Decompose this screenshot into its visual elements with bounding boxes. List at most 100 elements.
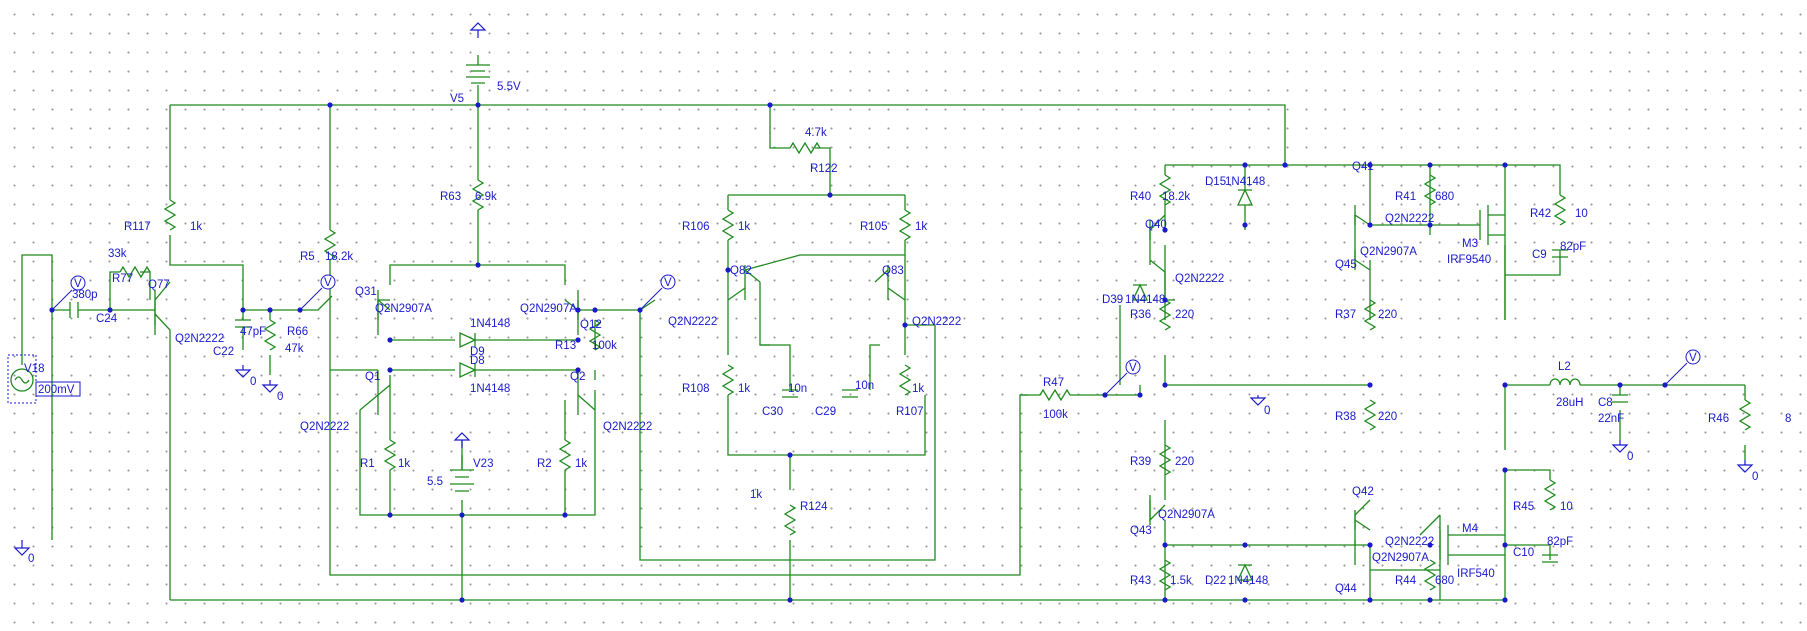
label-d8: D8 [470,355,485,367]
resistor-r77 [119,265,151,279]
label-v5-value: 5.5V [497,81,521,93]
label-r43: R43 [1130,575,1151,587]
label-r63-value: 6.9k [475,191,497,203]
label-r122: R122 [810,163,838,175]
label-d15: D15 [1205,176,1226,188]
label-r105: R105 [860,221,888,233]
label-r13: R13 [555,340,576,352]
label-c29: C29 [815,406,836,418]
diodes [459,188,1254,581]
voltage-probe: V [1104,359,1141,396]
label-r1: R1 [360,458,375,470]
label-m4-model: IRF540 [1457,568,1495,580]
label-r40-value: 18.2k [1162,191,1190,203]
label-d9-model: 1N4148 [470,318,510,330]
label-c22: C22 [213,346,234,358]
resistor-r105 [898,209,912,241]
resistor-r107 [898,364,912,396]
label-c8: C8 [1598,397,1613,409]
label-m3-model: IRF9540 [1447,254,1491,266]
label-r47-value: 100k [1043,409,1068,421]
label-r106-value: 1k [738,221,750,233]
resistor-r106 [721,209,735,241]
resistor-r47 [1039,388,1071,402]
label-r37-value: 220 [1378,309,1397,321]
label-r106: R106 [682,221,710,233]
label-c22-value: 47pF [240,326,266,338]
resistor-r63 [471,179,485,211]
label-d39: D39 [1102,294,1123,306]
label-q82: Q82 [730,265,752,277]
label-r105-value: 1k [915,221,927,233]
label-q40-model: Q2N2222 [1175,273,1224,285]
inductor-l2 [1549,378,1581,386]
label-q43-model: Q2N2907A [1158,509,1215,521]
diode-d39 [1131,283,1149,301]
label-r41-value: 680 [1435,191,1454,203]
label-q82-model: Q2N2222 [668,316,717,328]
label-r46-value: 8 [1785,413,1791,425]
label-r36-value: 220 [1175,309,1194,321]
resistor-r117 [163,199,177,231]
label-r45-value: 10 [1560,501,1573,513]
label-l2-value: 28uH [1556,397,1584,409]
label-r42-value: 10 [1575,208,1588,220]
voltage-source-v5 [466,55,490,84]
label-r117-value: 1k [190,221,202,233]
resistor-r108 [721,364,735,396]
diode-d9 [459,331,477,349]
label-r41: R41 [1395,191,1416,203]
capacitor-c8 [1612,394,1628,403]
label-q44-model: Q2N2907A [1372,552,1429,564]
label-q1: Q1 [365,371,380,383]
label-q2: Q2 [570,371,585,383]
label-r47: R47 [1043,377,1064,389]
label-d39-model: 1N4148 [1125,294,1165,306]
label-v5: V5 [450,93,464,105]
wires [21,85,1746,601]
diode-d22 [1236,563,1254,581]
transistors [154,205,1505,565]
voltage-probe: V [51,275,86,311]
ground-symbol [469,22,487,38]
label-r39-value: 220 [1175,456,1194,468]
label-r2-value: 1k [575,458,587,470]
label-q12-model: Q2N2907A [520,303,577,315]
voltage-probes: V V V V V [51,274,1701,396]
label-c24-value: 380p [72,289,98,301]
label-d8-model: 1N4148 [470,383,510,395]
label-r40: R40 [1130,191,1151,203]
label-r77: R77 [112,273,133,285]
label-d9: D9 [470,346,485,358]
label-r43-value: 1.5k [1170,575,1192,587]
resistor-r46 [1738,399,1752,431]
capacitor-c10 [1542,554,1558,563]
label-r77-value: 33k [108,248,127,260]
label-r44-value: 680 [1435,575,1454,587]
label-l2: L2 [1558,361,1571,373]
label-q43: Q43 [1130,525,1152,537]
label-c29-value: 10n [855,380,874,392]
label-q1-model: Q2N2222 [300,421,349,433]
label-ground: 0 [1264,405,1270,417]
capacitor-c24 [69,302,79,318]
resistor-r122 [789,141,821,155]
label-q83: Q83 [882,265,904,277]
ac-source-v18 [7,354,37,404]
capacitor-c22 [235,319,251,335]
label-ground: 0 [1752,471,1758,483]
label-r117: R117 [124,221,151,233]
label-q42: Q42 [1352,486,1374,498]
label-m3: M3 [1462,238,1478,250]
label-r46: R46 [1708,413,1729,425]
label-r66-value: 47k [285,343,304,355]
label-q77: Q77 [148,279,170,291]
resistor-r38 [1363,399,1377,431]
resistor-r40 [1158,174,1172,206]
resistor-r2 [558,439,572,471]
label-d22: D22 [1205,575,1226,587]
label-v18-value: 200mV [38,384,75,396]
label-q42-model: Q2N2222 [1385,536,1434,548]
resistor-r42 [1553,194,1567,226]
